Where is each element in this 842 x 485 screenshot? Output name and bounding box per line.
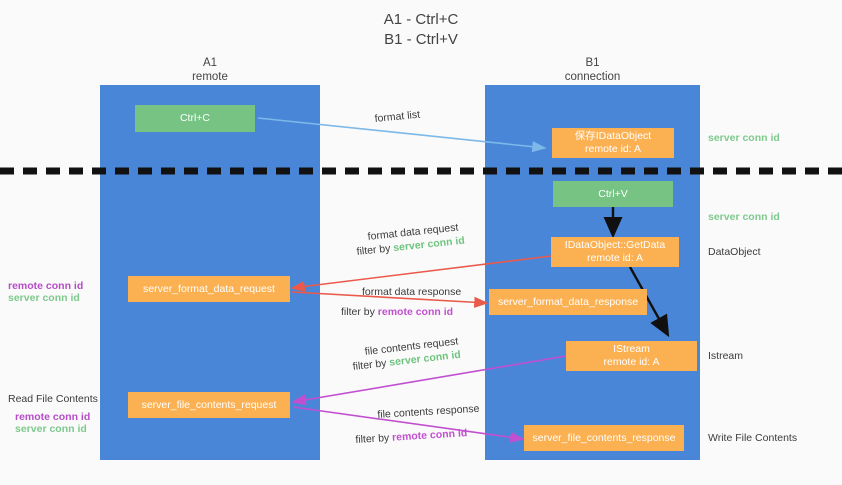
side-label-server-conn-id-mid: server conn id (708, 211, 780, 223)
edge-label-format-list: format list (374, 108, 421, 125)
node-ctrl-v-label: Ctrl+V (598, 187, 628, 200)
lane-header-b1: B1 connection (485, 56, 700, 84)
node-istream[interactable]: IStream remote id: A (566, 341, 697, 371)
side-label-server-conn-id-2: server conn id (15, 423, 87, 435)
node-server-file-contents-request[interactable]: server_file_contents_request (128, 392, 290, 418)
lane-a1-name: A1 (202, 57, 218, 69)
filter-prefix-2: filter by (341, 306, 378, 318)
lane-b1-sub: connection (564, 71, 621, 83)
lane-header-a1: A1 remote (100, 56, 320, 84)
filter-prefix-1: filter by (356, 242, 394, 258)
filter-prefix-3: filter by (352, 356, 391, 373)
node-server-file-contents-response[interactable]: server_file_contents_response (524, 425, 684, 451)
page-title: A1 - Ctrl+C B1 - Ctrl+V (0, 10, 842, 50)
node-istream-line-2: remote id: A (603, 356, 660, 368)
edge-label-file-contents-response-filter: filter by remote conn id (355, 426, 468, 447)
filter-prefix-4: filter by (355, 431, 393, 446)
node-server-format-data-response-label: server_format_data_response (497, 295, 639, 308)
node-server-file-contents-response-label: server_file_contents_response (532, 431, 676, 444)
edge-label-format-data-response: format data response (362, 286, 462, 298)
node-ctrl-v[interactable]: Ctrl+V (553, 181, 673, 207)
lane-a1-sub: remote (192, 71, 228, 83)
node-save-dataobject-line-1: 保存IDataObject (574, 130, 652, 142)
side-label-dataobject: DataObject (708, 246, 761, 258)
title-line-2: B1 - Ctrl+V (384, 31, 458, 48)
node-ctrl-c-label: Ctrl+C (179, 112, 211, 124)
edge-label-format-data-response-filter: filter by remote conn id (341, 305, 453, 319)
node-server-format-data-request[interactable]: server_format_data_request (128, 276, 290, 302)
title-line-1: A1 - Ctrl+C (383, 11, 459, 28)
side-label-istream: Istream (708, 350, 744, 362)
filter-value-2: remote conn id (377, 306, 454, 318)
node-server-file-contents-request-label: server_file_contents_request (141, 398, 277, 411)
side-label-remote-conn-id-2: remote conn id (15, 411, 91, 423)
node-istream-line-1: IStream (613, 343, 650, 355)
node-save-dataobject[interactable]: 保存IDataObject remote id: A (552, 128, 674, 158)
node-ctrl-c[interactable]: Ctrl+C (135, 105, 255, 132)
node-idataobject-getdata-line-1: IDataObject::GetData (564, 239, 666, 251)
side-label-read-file-contents: Read File Contents (8, 393, 98, 405)
node-save-dataobject-line-2: remote id: A (584, 143, 642, 155)
lane-b1-name: B1 (585, 57, 600, 69)
node-idataobject-getdata[interactable]: IDataObject::GetData remote id: A (551, 237, 679, 267)
node-idataobject-getdata-line-2: remote id: A (586, 252, 644, 264)
side-label-write-file-contents: Write File Contents (708, 432, 798, 444)
side-label-server-conn-id-1: server conn id (8, 292, 80, 304)
side-label-server-conn-id-top: server conn id (708, 132, 780, 144)
node-server-format-data-request-label: server_format_data_request (143, 282, 275, 295)
side-label-remote-conn-id-1: remote conn id (8, 280, 84, 292)
edge-label-file-contents-response: file contents response (377, 402, 480, 421)
filter-value-4: remote conn id (391, 427, 468, 444)
node-server-format-data-response[interactable]: server_format_data_response (489, 289, 647, 315)
